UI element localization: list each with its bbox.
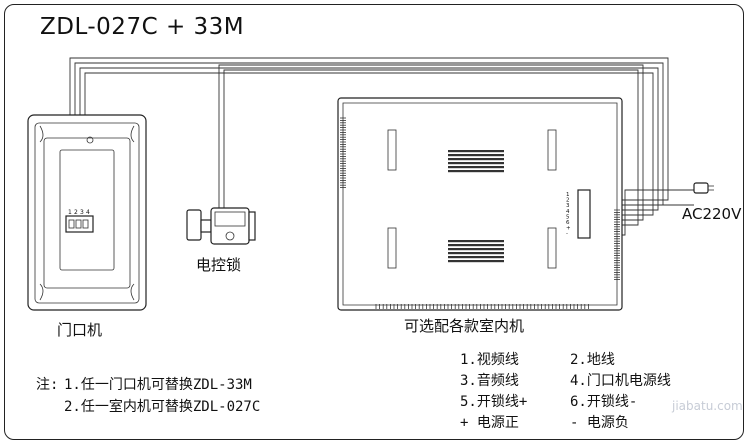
door-unit-label: 门口机 <box>57 321 102 339</box>
note-line-1: 1.任一门口机可替换ZDL-33M <box>64 376 252 393</box>
indoor-unit-terminal-block <box>577 189 591 239</box>
terminal-number: 5 <box>566 214 570 220</box>
legend-item: 2.地线 <box>570 352 615 368</box>
diagram-border <box>4 4 744 440</box>
lock-label: 电控锁 <box>196 256 241 274</box>
terminal-number: 3 <box>80 209 84 216</box>
terminal-number: 2 <box>566 198 570 204</box>
watermark: jiabatu.com <box>671 399 743 413</box>
door-unit-terminal-block <box>65 215 94 233</box>
terminal-number: + <box>566 226 571 232</box>
terminal-number: 4 <box>566 209 570 215</box>
wire-legend: 1.视频线 2.地线 3.音频线 4.门口机电源线 5.开锁线+ 6.开锁线- … <box>460 352 671 431</box>
terminal-number: 1 <box>566 192 570 198</box>
electric-lock <box>186 207 256 245</box>
terminal-number: - <box>566 231 568 237</box>
wire <box>69 57 669 216</box>
legend-item: 6.开锁线- <box>570 394 637 410</box>
legend-item: + 电源正 <box>460 415 519 431</box>
legend-item: 3.音频线 <box>460 372 519 389</box>
power-label: AC220V <box>682 205 742 223</box>
terminal-number: 3 <box>566 203 570 209</box>
legend-item: 1.视频线 <box>460 352 519 368</box>
indoor-unit-label: 可选配各款室内机 <box>404 317 524 335</box>
legend-item: 4.门口机电源线 <box>570 373 671 389</box>
diagram-title: ZDL-027C + 33M <box>40 14 244 40</box>
power-plug-icon <box>693 182 714 194</box>
note-line-2: 2.任一室内机可替换ZDL-027C <box>64 398 260 415</box>
terminal-number: 1 <box>68 209 72 216</box>
terminal-number: 4 <box>86 209 90 216</box>
legend-item: 5.开锁线+ <box>460 394 527 410</box>
note-prefix: 注: <box>36 377 58 393</box>
legend-item: - 电源负 <box>570 415 629 431</box>
terminal-number: 2 <box>74 209 78 216</box>
terminal-number: 6 <box>566 220 570 226</box>
